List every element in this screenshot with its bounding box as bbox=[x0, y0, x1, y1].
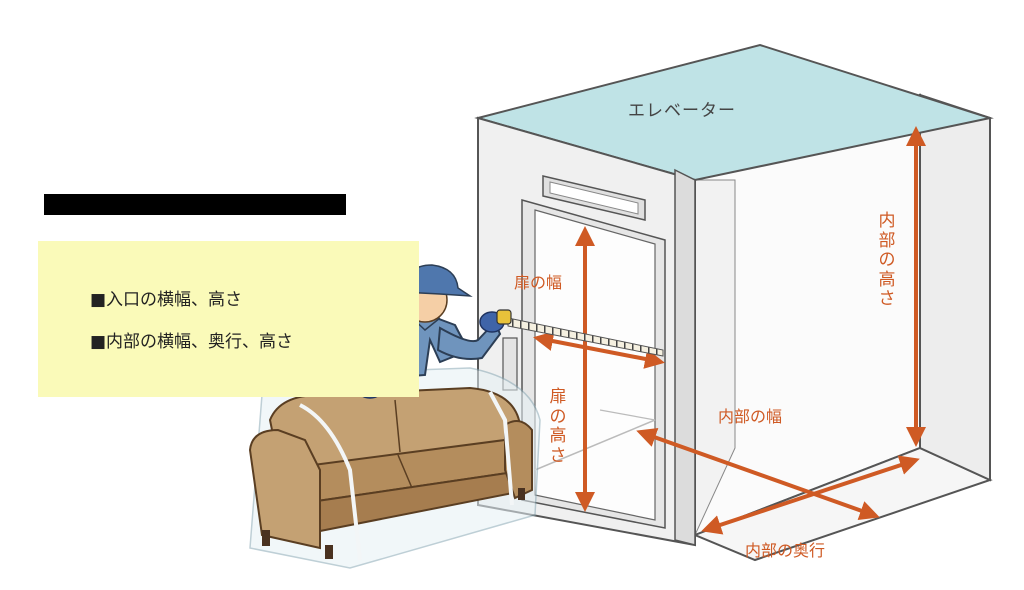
checklist-item-entrance: ■入口の横幅、高さ bbox=[90, 290, 243, 310]
interior-width-label: 内部の幅 bbox=[718, 407, 783, 426]
checklist-box: ■入口の横幅、高さ ■内部の横幅、奥行、高さ bbox=[38, 241, 419, 397]
elevator-label: エレベーター bbox=[628, 101, 736, 121]
sofa bbox=[248, 367, 541, 569]
interior-depth-arrow bbox=[701, 455, 920, 535]
front-wall-edge bbox=[674, 168, 696, 546]
interior-depth-label: 内部の奥行 bbox=[745, 541, 826, 560]
checklist-item-interior: ■内部の横幅、奥行、高さ bbox=[90, 332, 294, 352]
door-width-label: 扉の幅 bbox=[514, 273, 563, 292]
title-bar-redacted bbox=[44, 194, 346, 215]
elevator-shaft bbox=[474, 43, 994, 562]
door-width-arrow bbox=[533, 331, 665, 369]
door-opening bbox=[534, 209, 656, 521]
dimension-arrows bbox=[533, 126, 926, 535]
door-height-label: 扉の高さ bbox=[549, 387, 567, 466]
right-wall bbox=[919, 93, 991, 482]
interior-height-label: 内部の高さ bbox=[878, 211, 896, 310]
